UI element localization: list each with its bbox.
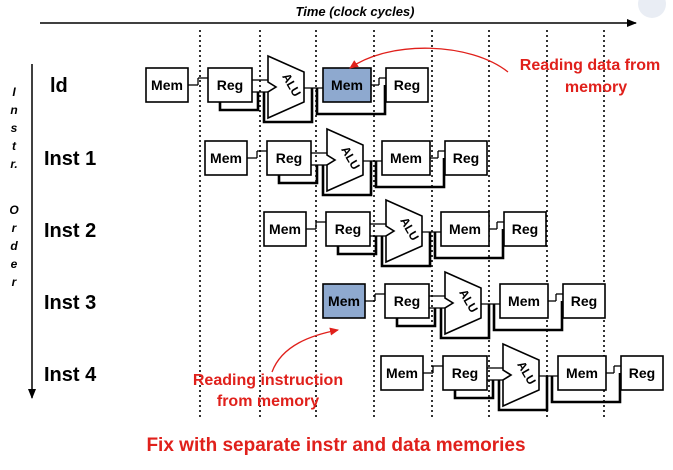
reg-read-stage-label: Reg: [217, 77, 243, 93]
footer-message: Fix with separate instr and data memorie…: [146, 435, 525, 456]
time-axis-label: Time (clock cycles): [296, 4, 415, 19]
reg-write-stage: [385, 67, 429, 103]
instr-read-text-line2: from memory: [217, 393, 319, 410]
bypass-path: [380, 232, 432, 268]
alu-stage: [326, 127, 364, 193]
reg-read-stage: [325, 211, 371, 247]
reg-write-stage: [620, 355, 664, 391]
alu-stage: [444, 270, 482, 336]
order-axis-letter: s: [11, 121, 18, 135]
alu-stage: [385, 198, 423, 264]
instr-mem-stage-label: Mem: [210, 150, 242, 166]
reg-read-stage-label: Reg: [276, 150, 302, 166]
data-mem-stage-label: Mem: [449, 221, 481, 237]
reg-write-stage: [503, 211, 547, 247]
bypass-path: [262, 88, 314, 124]
title-remnant-bar: [0, 0, 673, 6]
order-axis-letter: r: [12, 275, 18, 289]
row-label: Inst 1: [44, 148, 96, 170]
bypass-path: [321, 161, 373, 197]
instr-mem-stage-label: Mem: [269, 221, 301, 237]
instr-read-annotation: Reading instruction from memory: [193, 327, 343, 410]
order-axis-letter: O: [9, 203, 19, 217]
bypass-path: [550, 373, 622, 404]
bypass-path: [336, 236, 378, 256]
bypass-path: [277, 165, 319, 185]
instr-mem-stage-label: Mem: [386, 365, 418, 381]
bypass-path: [433, 229, 505, 260]
row-label: Inst 2: [44, 220, 96, 242]
data-mem-stage: [557, 355, 607, 391]
reg-read-stage: [442, 355, 488, 391]
order-axis-letter: r: [12, 221, 18, 235]
reg-read-stage-label: Reg: [335, 221, 361, 237]
row-label: Inst 3: [44, 292, 96, 314]
instr-mem-stage: [145, 67, 189, 103]
data-mem-stage: [381, 140, 431, 176]
corner-decoration: [638, 0, 666, 18]
reg-read-stage: [384, 283, 430, 319]
order-axis-letter: r.: [10, 157, 17, 171]
bypass-path: [374, 158, 446, 189]
order-axis-letter: t: [12, 139, 17, 153]
bypass-path: [492, 301, 564, 332]
instr-read-arrow: [271, 327, 339, 373]
bypass-path: [395, 308, 437, 328]
data-mem-stage-label: Mem: [566, 365, 598, 381]
bypass-path: [218, 92, 260, 112]
reg-write-stage-label: Reg: [629, 365, 655, 381]
data-mem-stage: [322, 67, 372, 103]
reg-write-stage-label: Reg: [571, 293, 597, 309]
row-label: Inst 4: [44, 364, 97, 386]
order-axis-letter: I: [12, 85, 16, 99]
data-read-arrow: [349, 47, 509, 73]
data-read-text-line1: Reading data from: [520, 57, 660, 74]
reg-read-stage: [207, 67, 253, 103]
alu-stage: [502, 342, 540, 408]
bypass-path: [497, 376, 549, 412]
bypass-path: [439, 304, 491, 340]
row-label: ld: [50, 75, 68, 97]
data-mem-stage-label: Mem: [508, 293, 540, 309]
bypass-path: [453, 380, 495, 400]
data-mem-stage: [499, 283, 549, 319]
data-mem-stage: [440, 211, 490, 247]
instr-mem-stage-label: Mem: [328, 293, 360, 309]
reg-read-stage-label: Reg: [452, 365, 478, 381]
data-mem-stage-label: Mem: [390, 150, 422, 166]
data-read-text-line2: memory: [565, 79, 627, 96]
bypass-path: [315, 85, 387, 116]
reg-write-stage-label: Reg: [453, 150, 479, 166]
instr-mem-stage-label: Mem: [151, 77, 183, 93]
order-axis-letter: d: [10, 239, 18, 253]
instr-read-text-line1: Reading instruction: [193, 372, 343, 389]
instr-mem-stage: [204, 140, 248, 176]
instr-mem-stage: [263, 211, 307, 247]
alu-stage: [267, 54, 305, 120]
data-read-annotation: Reading data from memory: [349, 47, 660, 96]
reg-write-stage-label: Reg: [394, 77, 420, 93]
instr-mem-stage: [380, 355, 424, 391]
reg-write-stage: [444, 140, 488, 176]
reg-write-stage-label: Reg: [512, 221, 538, 237]
instr-mem-stage: [322, 283, 366, 319]
order-axis-letter: n: [10, 103, 17, 117]
reg-read-stage-label: Reg: [394, 293, 420, 309]
order-axis-letter: e: [11, 257, 18, 271]
data-mem-stage-label: Mem: [331, 77, 363, 93]
reg-write-stage: [562, 283, 606, 319]
reg-read-stage: [266, 140, 312, 176]
